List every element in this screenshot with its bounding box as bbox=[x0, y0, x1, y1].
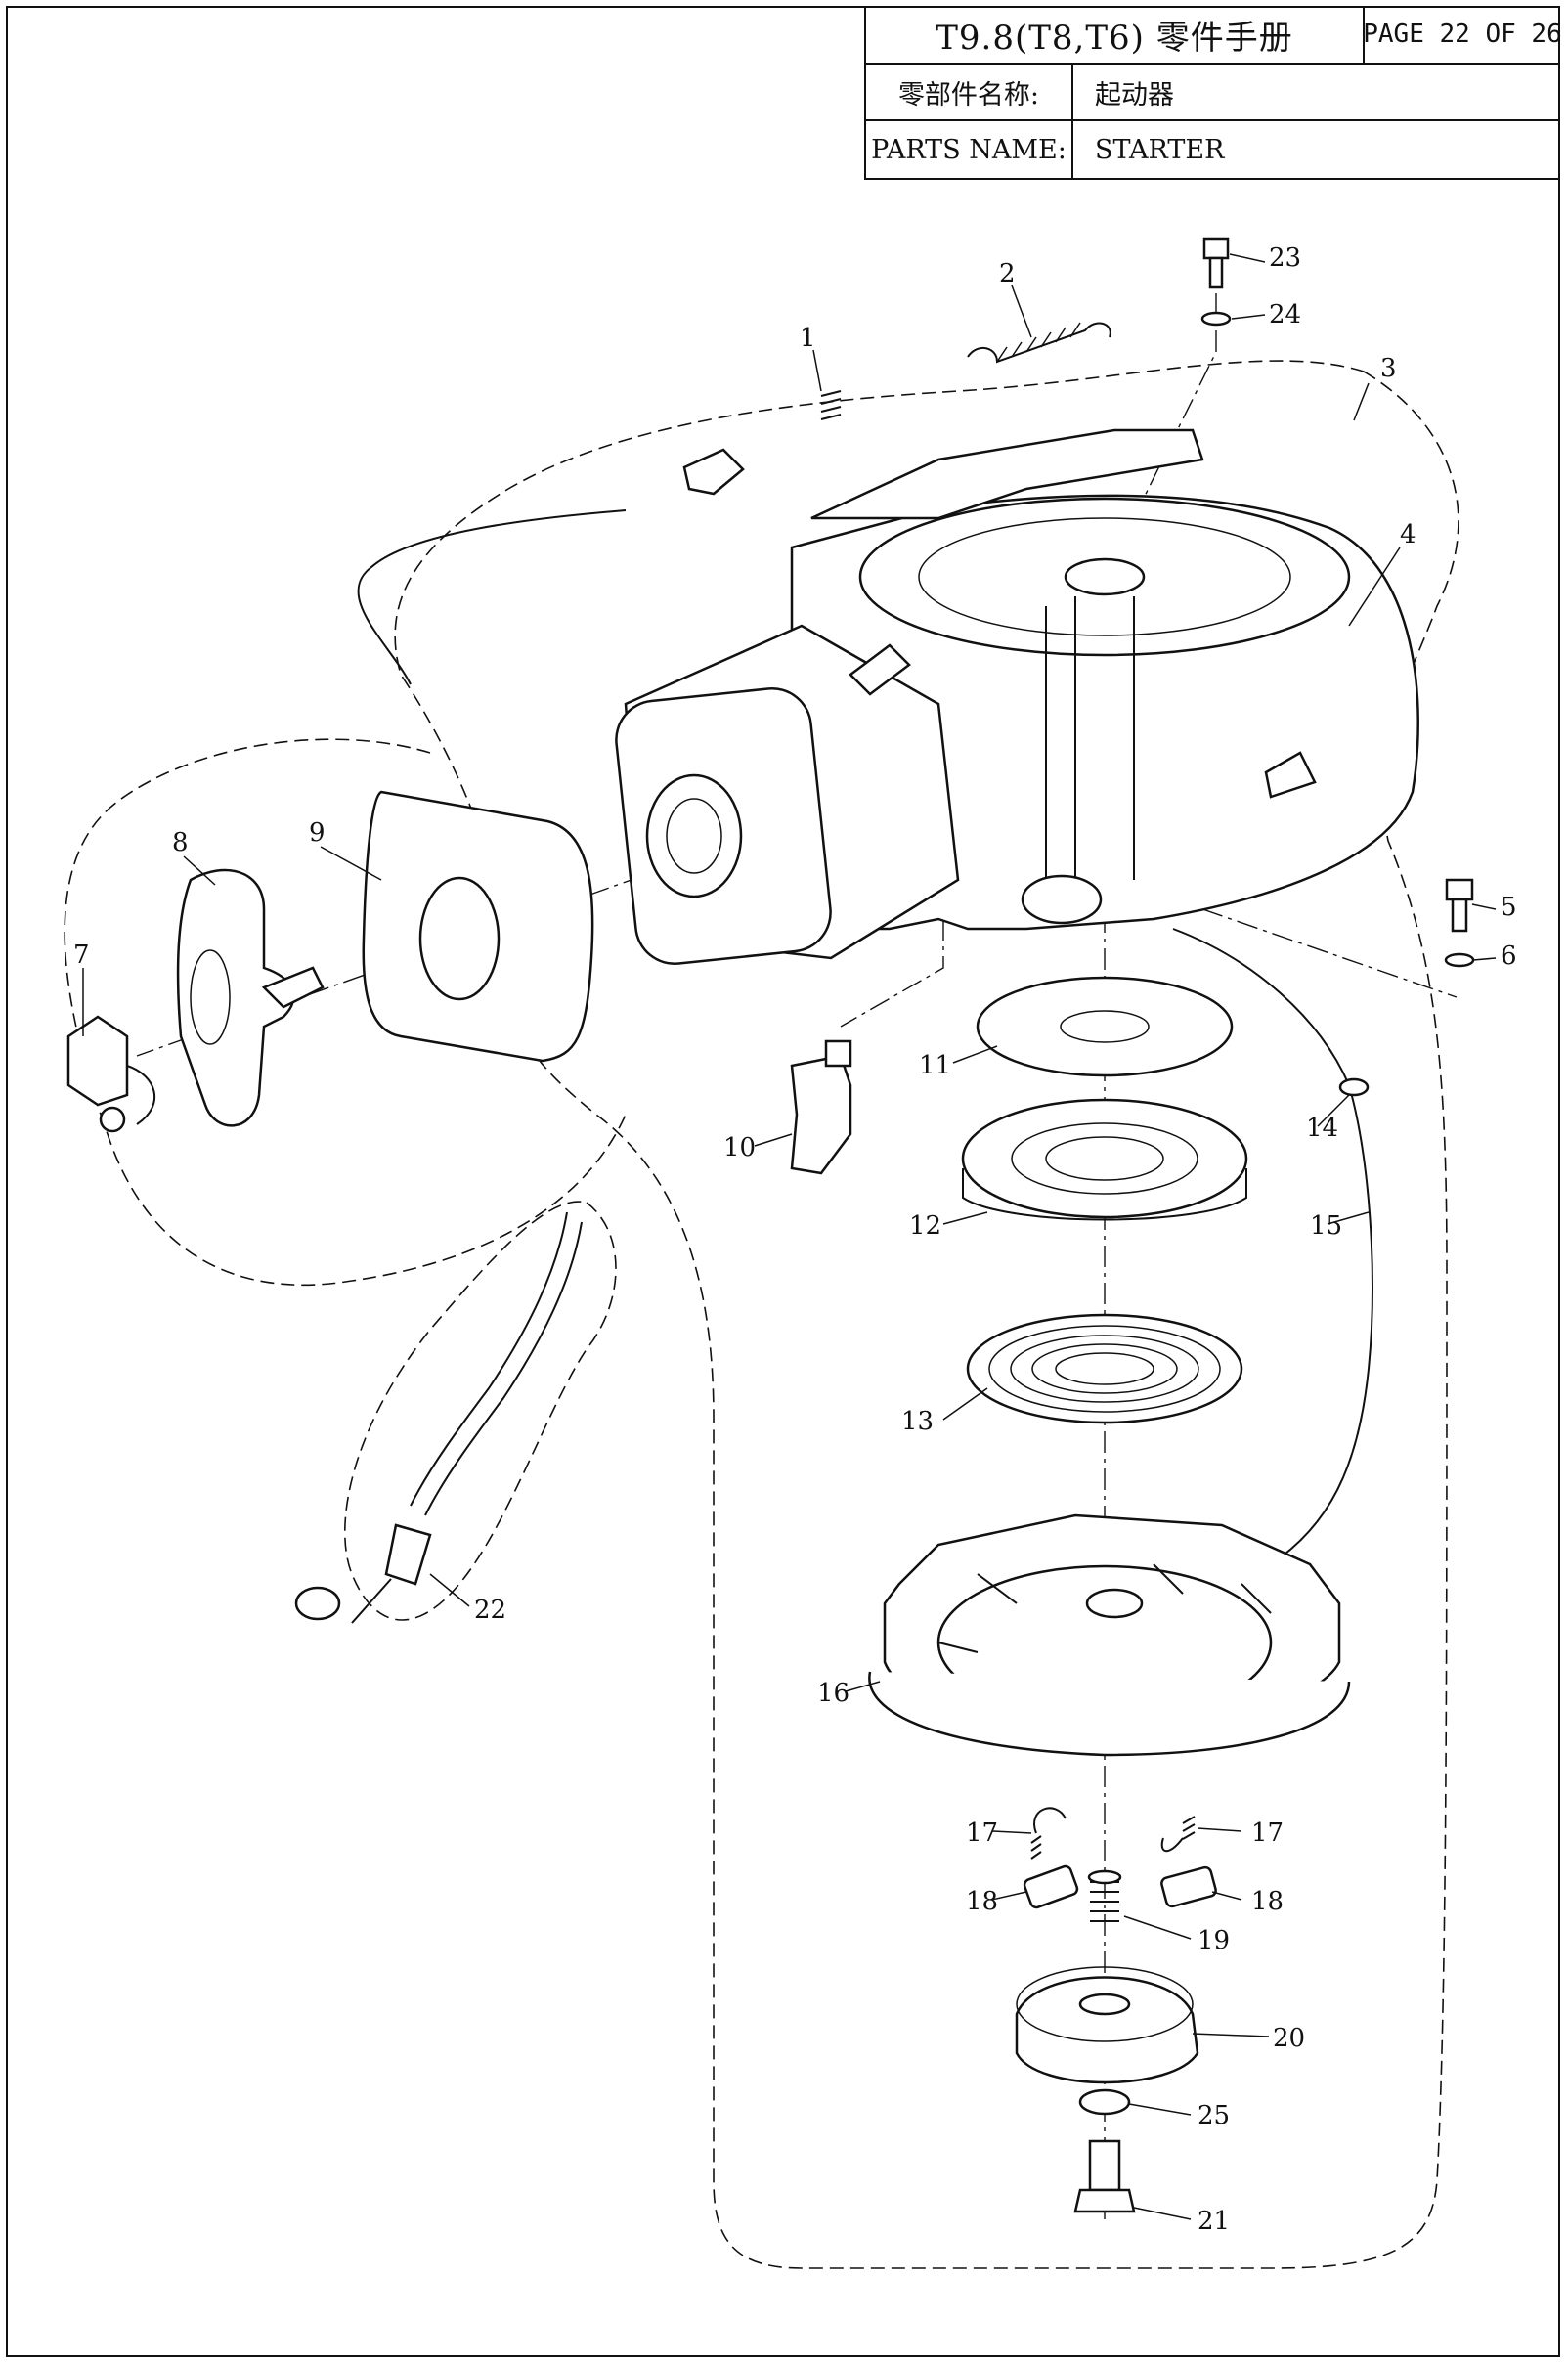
callout-25: 25 bbox=[1198, 2101, 1230, 2130]
callout-16: 16 bbox=[817, 1679, 849, 1708]
callout-17-left: 17 bbox=[966, 1818, 998, 1848]
callout-14: 14 bbox=[1306, 1114, 1338, 1143]
callout-7: 7 bbox=[73, 941, 90, 970]
callout-21: 21 bbox=[1198, 2207, 1230, 2236]
spring-1 bbox=[820, 390, 842, 420]
callout-9: 9 bbox=[309, 818, 326, 848]
callout-18-left: 18 bbox=[966, 1887, 998, 1916]
handle-8 bbox=[176, 868, 325, 1127]
page-indicator: PAGE 22 OF 26 bbox=[1363, 20, 1562, 49]
callout-8: 8 bbox=[172, 828, 189, 857]
cn-parts-name-value: 起动器 bbox=[1095, 79, 1174, 110]
callout-6: 6 bbox=[1501, 942, 1517, 971]
rope-anchor-7 bbox=[66, 1015, 156, 1133]
callout-5: 5 bbox=[1501, 893, 1517, 922]
spring-2 bbox=[967, 322, 1111, 364]
cable-sleeve-14 bbox=[1338, 1077, 1370, 1097]
washer-24 bbox=[1200, 311, 1232, 327]
callout-11: 11 bbox=[919, 1051, 951, 1080]
bolt-23 bbox=[1202, 237, 1230, 289]
pawl-18-left bbox=[1023, 1864, 1079, 1909]
callout-4: 4 bbox=[1400, 520, 1416, 549]
leader-lines bbox=[82, 253, 1497, 2220]
callout-1: 1 bbox=[800, 324, 816, 353]
cn-parts-name-label: 零部件名称: bbox=[866, 65, 1073, 119]
callout-12: 12 bbox=[909, 1211, 941, 1241]
case-spout bbox=[615, 624, 960, 966]
rope-end-fitting bbox=[682, 448, 745, 496]
callout-22: 22 bbox=[474, 1596, 506, 1625]
group-outline-3 bbox=[394, 360, 1459, 2269]
spring-17-left bbox=[1030, 1807, 1067, 1860]
washer-6 bbox=[1444, 952, 1475, 968]
parts-name-label: PARTS NAME: bbox=[866, 121, 1073, 178]
callout-23: 23 bbox=[1269, 243, 1301, 273]
drawing-frame bbox=[6, 6, 1560, 2357]
manual-title: T9.8(T8,T6) 零件手册 bbox=[866, 6, 1365, 63]
damper-9 bbox=[362, 790, 594, 1063]
callout-15: 15 bbox=[1310, 1211, 1342, 1241]
bolt-5 bbox=[1445, 878, 1474, 933]
callout-24: 24 bbox=[1269, 300, 1301, 329]
group-outline-22 bbox=[343, 1201, 617, 1621]
bolt-21 bbox=[1073, 2139, 1136, 2213]
callout-19: 19 bbox=[1198, 1926, 1230, 1955]
cn-name-row: 零部件名称: 起动器 bbox=[866, 65, 1560, 121]
cable-15 bbox=[1172, 928, 1373, 1565]
rope-line bbox=[357, 509, 627, 685]
plate-11 bbox=[976, 976, 1234, 1077]
callout-2: 2 bbox=[999, 259, 1016, 288]
spring-case-12 bbox=[961, 1098, 1248, 1221]
center-axis-5-6 bbox=[1061, 859, 1458, 998]
pawl-18-right bbox=[1160, 1865, 1217, 1908]
callout-13: 13 bbox=[901, 1407, 934, 1436]
group-outline-handle bbox=[64, 738, 627, 1287]
spiral-spring-13 bbox=[966, 1313, 1243, 1424]
callout-20: 20 bbox=[1273, 2024, 1305, 2053]
washer-25 bbox=[1078, 2088, 1131, 2116]
pulley-16 bbox=[868, 1513, 1351, 1757]
center-axis-10 bbox=[840, 919, 944, 1028]
spring-17-right bbox=[1160, 1816, 1196, 1853]
spring-19 bbox=[1087, 1869, 1122, 1922]
title-row: T9.8(T8,T6) 零件手册 PAGE 22 OF 26 bbox=[866, 6, 1562, 65]
callout-3: 3 bbox=[1380, 354, 1397, 383]
parts-name-value: STARTER bbox=[1095, 134, 1225, 165]
title-block: T9.8(T8,T6) 零件手册 PAGE 22 OF 26 零部件名称: 起动… bbox=[864, 6, 1562, 180]
callout-17-right: 17 bbox=[1251, 1818, 1284, 1848]
lock-arm-10 bbox=[790, 1039, 852, 1175]
callout-18-right: 18 bbox=[1251, 1887, 1284, 1916]
en-name-row: PARTS NAME: STARTER bbox=[866, 121, 1560, 178]
cable-22 bbox=[294, 1211, 583, 1624]
friction-plate-20 bbox=[1015, 1966, 1199, 2084]
callout-10: 10 bbox=[723, 1133, 756, 1162]
